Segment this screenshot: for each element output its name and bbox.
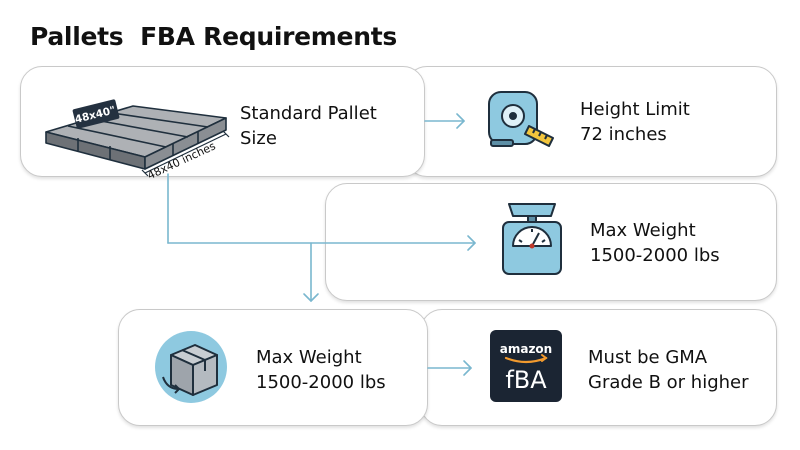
- tape-measure-icon: [488, 91, 554, 147]
- step-grade-line2: Grade B or higher: [588, 372, 749, 393]
- step-max-weight-scale-line2: 1500-2000 lbs: [590, 245, 720, 266]
- scale-icon: [502, 203, 562, 275]
- step-max-weight-scale-line1: Max Weight: [590, 220, 696, 241]
- step-max-weight-box-label: Max Weight 1500-2000 lbs: [256, 345, 386, 395]
- pallet-side-label: 48x40 inches: [145, 139, 217, 180]
- step-grade-line1: Must be GMA: [588, 347, 708, 368]
- step-standard-pallet-label: Standard Pallet Size: [240, 101, 377, 151]
- step-max-weight-box-line2: 1500-2000 lbs: [256, 372, 386, 393]
- step-height-limit-label: Height Limit 72 inches: [580, 97, 690, 147]
- logo-top-text: amazon: [500, 342, 552, 356]
- box-icon: [155, 331, 227, 403]
- step-max-weight-box-line1: Max Weight: [256, 347, 362, 368]
- step-height-limit-line1: Height Limit: [580, 99, 690, 120]
- step-standard-pallet-line1: Standard Pallet: [240, 103, 377, 124]
- card-grade: [420, 309, 777, 426]
- pallet-icon: [45, 99, 230, 177]
- page-title: Pallets FBA Requirements: [30, 22, 397, 51]
- logo-main-text: fBA: [505, 366, 547, 394]
- step-grade-label: Must be GMA Grade B or higher: [588, 345, 749, 395]
- pallet-top-label: 48x40": [74, 104, 117, 126]
- step-max-weight-scale-label: Max Weight 1500-2000 lbs: [590, 218, 720, 268]
- card-height-limit: [405, 66, 777, 177]
- step-standard-pallet-line2: Size: [240, 128, 277, 149]
- arrow-down-to-box: [303, 242, 319, 302]
- pallet-dimension-labels: 48x40" 48x40 inches: [74, 104, 218, 180]
- amazon-fba-logo: amazon fBA: [490, 330, 562, 402]
- step-height-limit-line2: 72 inches: [580, 124, 667, 145]
